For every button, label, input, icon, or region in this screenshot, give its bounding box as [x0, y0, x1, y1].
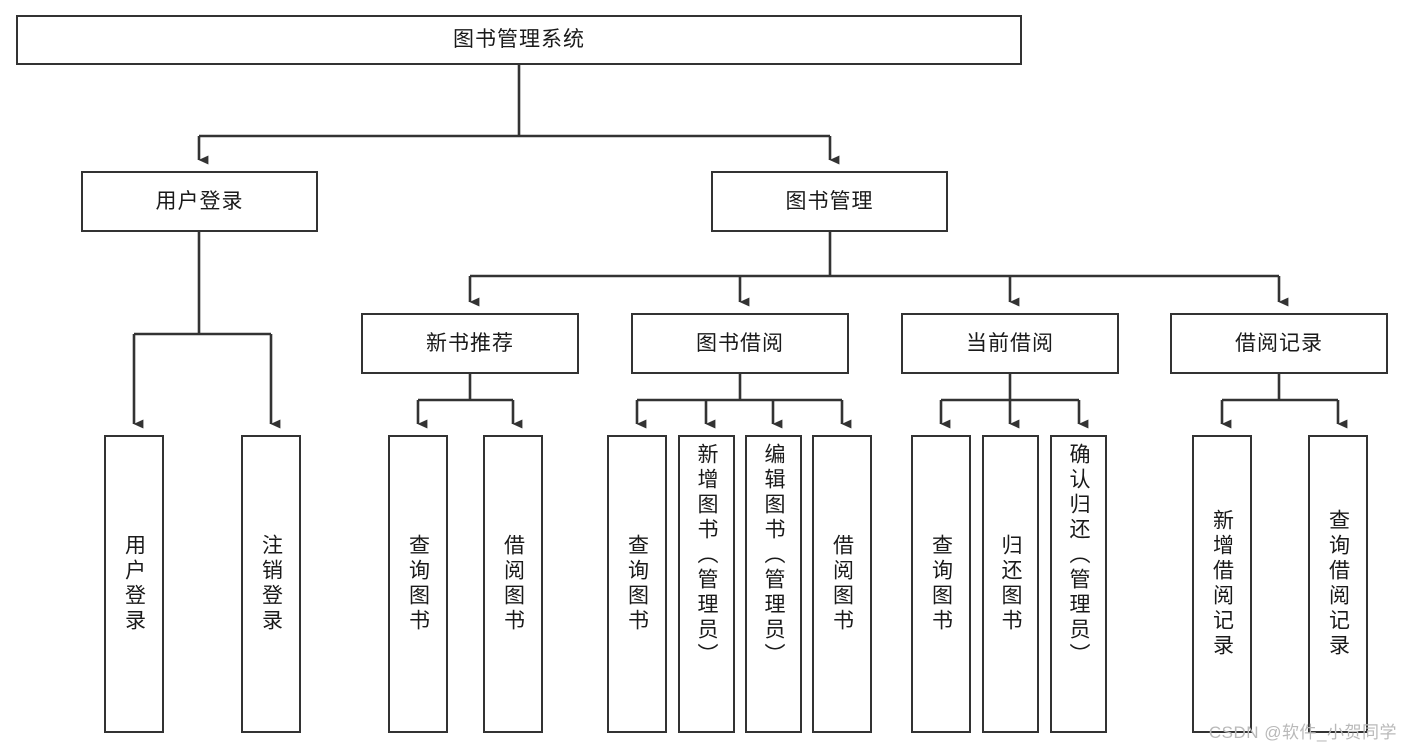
node-current-borrow[interactable]: 当前借阅: [901, 313, 1119, 374]
node-label: 用户登录: [122, 534, 146, 634]
leaf-borrow-query-book[interactable]: 查询图书: [607, 435, 667, 733]
leaf-user-login-login[interactable]: 用户登录: [104, 435, 164, 733]
node-label: 查询借阅记录: [1326, 509, 1350, 659]
node-label: 归还图书: [999, 534, 1022, 634]
node-root-system[interactable]: 图书管理系统: [16, 15, 1022, 65]
watermark-text: CSDN @软件_小贺同学: [1208, 723, 1397, 742]
node-label: 借阅记录: [1235, 331, 1323, 355]
leaf-user-login-logout[interactable]: 注销登录: [241, 435, 301, 733]
node-borrow-record[interactable]: 借阅记录: [1170, 313, 1388, 374]
node-label: 新增图书（管理员）: [695, 443, 718, 668]
node-label: 查询图书: [929, 534, 953, 634]
leaf-recommend-borrow-book[interactable]: 借阅图书: [483, 435, 543, 733]
node-label: 当前借阅: [966, 331, 1054, 355]
node-label: 确认归还（管理员）: [1067, 443, 1090, 668]
node-label: 图书借阅: [696, 331, 784, 355]
node-label: 图书管理: [785, 189, 874, 213]
node-label: 用户登录: [155, 189, 244, 213]
node-label: 图书管理系统: [453, 28, 585, 52]
node-book-management[interactable]: 图书管理: [711, 171, 948, 232]
node-label: 编辑图书（管理员）: [762, 443, 785, 668]
node-label: 查询图书: [625, 534, 649, 634]
leaf-record-add-record[interactable]: 新增借阅记录: [1192, 435, 1252, 733]
leaf-borrow-borrow-book[interactable]: 借阅图书: [812, 435, 872, 733]
leaf-current-return-book[interactable]: 归还图书: [982, 435, 1039, 733]
node-user-login[interactable]: 用户登录: [81, 171, 318, 232]
node-label: 注销登录: [259, 534, 283, 634]
leaf-borrow-add-book-admin[interactable]: 新增图书（管理员）: [678, 435, 735, 733]
node-new-book-recommend[interactable]: 新书推荐: [361, 313, 579, 374]
leaf-current-query-book[interactable]: 查询图书: [911, 435, 971, 733]
leaf-borrow-edit-book-admin[interactable]: 编辑图书（管理员）: [745, 435, 802, 733]
node-label: 借阅图书: [830, 534, 854, 634]
node-label: 新增借阅记录: [1210, 509, 1234, 659]
node-label: 查询图书: [406, 534, 430, 634]
leaf-current-confirm-return-admin[interactable]: 确认归还（管理员）: [1050, 435, 1107, 733]
node-label: 新书推荐: [426, 331, 514, 355]
leaf-recommend-query-book[interactable]: 查询图书: [388, 435, 448, 733]
node-book-borrow[interactable]: 图书借阅: [631, 313, 849, 374]
leaf-record-query-record[interactable]: 查询借阅记录: [1308, 435, 1368, 733]
node-label: 借阅图书: [501, 534, 525, 634]
